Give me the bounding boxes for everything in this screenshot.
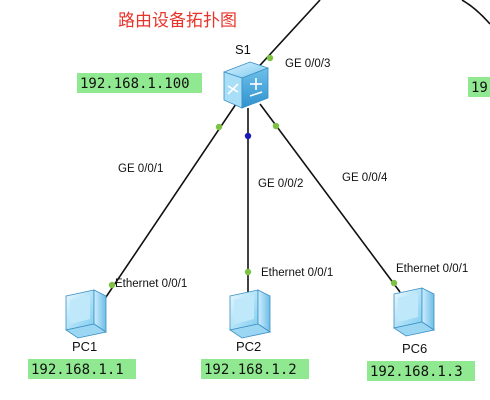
link-uplink: [251, 0, 321, 75]
host-ip-pc6: 192.168.1.3: [370, 364, 463, 380]
link-s1-pc1: [103, 103, 237, 301]
port-label-ge004: GE 0/0/4: [342, 172, 388, 184]
host-port-pc2: Ethernet 0/0/1: [261, 267, 333, 279]
switch-ip-highlight: [77, 73, 202, 93]
host-ip-highlight-pc1: [28, 359, 136, 379]
host-ip-highlight-pc2: [201, 359, 309, 379]
port-label-ge001: GE 0/0/1: [118, 163, 163, 175]
port-dot-uplink: [266, 54, 274, 62]
partial-ip-highlight: [468, 77, 490, 97]
host-port-pc1: Ethernet 0/0/1: [115, 278, 187, 290]
port-dot-ge002: [244, 132, 252, 140]
host-ip-highlight-pc6: [367, 361, 475, 381]
layer3-switch-icon[interactable]: [222, 61, 270, 109]
host-name-pc1: PC1: [72, 339, 97, 354]
port-label-uplink: GE 0/0/3: [285, 58, 330, 70]
pc-icon[interactable]: [392, 287, 436, 337]
host-name-pc6: PC6: [402, 341, 427, 356]
host-port-pc6: Ethernet 0/0/1: [396, 263, 468, 275]
host-ip-pc1: 192.168.1.1: [31, 362, 124, 378]
port-dot-pc2: [244, 268, 252, 276]
port-dot-pc6: [390, 279, 398, 287]
pc-icon[interactable]: [64, 289, 108, 339]
switch-name: S1: [235, 42, 251, 57]
switch-ip: 192.168.1.100: [80, 76, 190, 92]
pc-icon[interactable]: [228, 289, 272, 339]
host-name-pc2: PC2: [236, 339, 261, 354]
port-dot-pc1: [108, 281, 116, 289]
link-s1-pc6: [259, 103, 401, 293]
link-offscreen-right: [461, 0, 490, 25]
diagram-title: 路由设备拓扑图: [118, 11, 237, 31]
port-dot-ge004: [272, 122, 280, 130]
port-dot-ge001: [215, 123, 223, 131]
partial-ip: 19: [471, 80, 488, 96]
host-ip-pc2: 192.168.1.2: [204, 362, 297, 378]
port-label-ge002: GE 0/0/2: [258, 178, 303, 190]
